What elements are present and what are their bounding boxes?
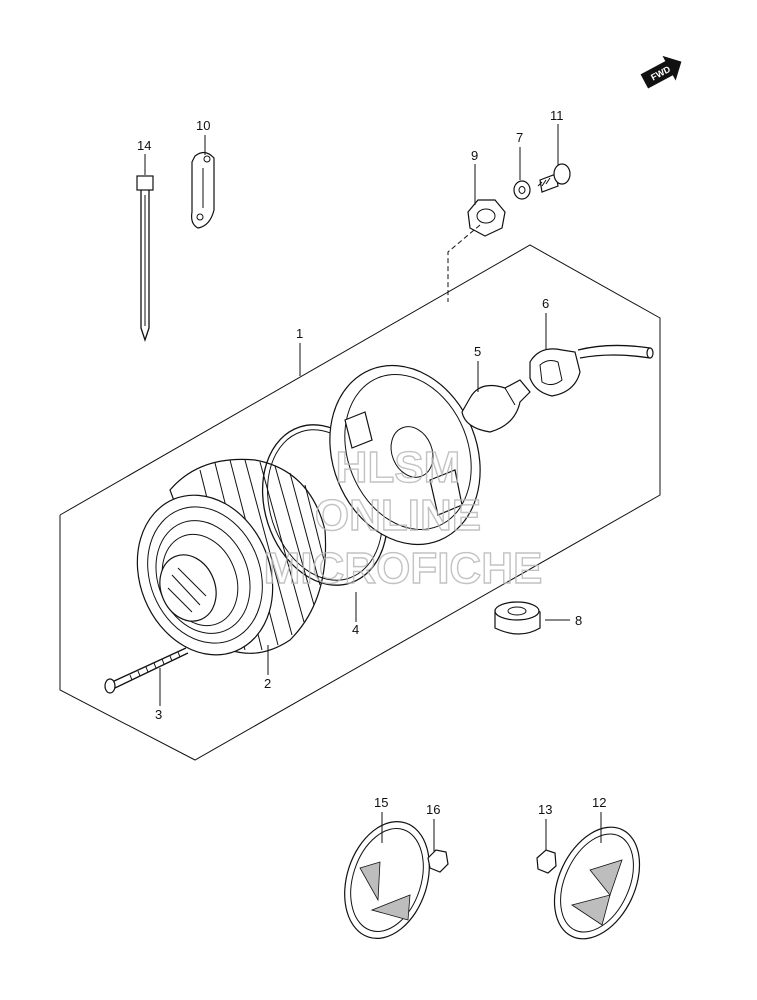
callout-8: 8 — [575, 613, 582, 628]
clamp-part — [191, 151, 215, 229]
callout-2: 2 — [264, 676, 271, 691]
callout-10: 10 — [196, 118, 210, 133]
callout-12: 12 — [592, 795, 606, 810]
callout-7: 7 — [516, 130, 523, 145]
callout-9: 9 — [471, 148, 478, 163]
callout-15: 15 — [374, 795, 388, 810]
washer-part — [513, 180, 531, 200]
callout-14: 14 — [137, 138, 151, 153]
callout-6: 6 — [542, 296, 549, 311]
bolt-part — [537, 163, 571, 193]
watermark-line2: ONLINE — [315, 491, 481, 540]
watermark: HLSM ONLINE MICROFICHE — [263, 442, 543, 593]
leader-lines — [144, 124, 602, 852]
nut-right-part — [536, 849, 557, 874]
socket-plate-part — [329, 364, 481, 546]
screw-part — [104, 647, 189, 694]
grommet-part — [494, 601, 541, 635]
cable-tie-part — [136, 175, 154, 343]
assembly-outline — [59, 244, 661, 761]
reflector-left-part — [344, 821, 430, 939]
callout-labels: 1 2 3 4 5 6 7 8 9 10 11 12 13 14 15 16 — [137, 108, 606, 817]
nut-left-part — [427, 849, 449, 873]
callout-5: 5 — [474, 344, 481, 359]
socket-cord-part — [529, 344, 654, 397]
lamp-housing-part — [136, 458, 327, 656]
callout-4: 4 — [352, 622, 359, 637]
reflector-right-part — [553, 826, 641, 940]
watermark-line3: MICROFICHE — [264, 544, 543, 593]
callout-3: 3 — [155, 707, 162, 722]
watermark-line1: HLSM — [336, 443, 461, 492]
callout-13: 13 — [538, 802, 552, 817]
dash-lines — [447, 224, 481, 302]
bulb-part — [461, 379, 531, 433]
callout-1: 1 — [296, 326, 303, 341]
callout-11: 11 — [550, 108, 564, 123]
forward-arrow-icon: FWD — [640, 55, 682, 89]
callout-16: 16 — [426, 802, 440, 817]
